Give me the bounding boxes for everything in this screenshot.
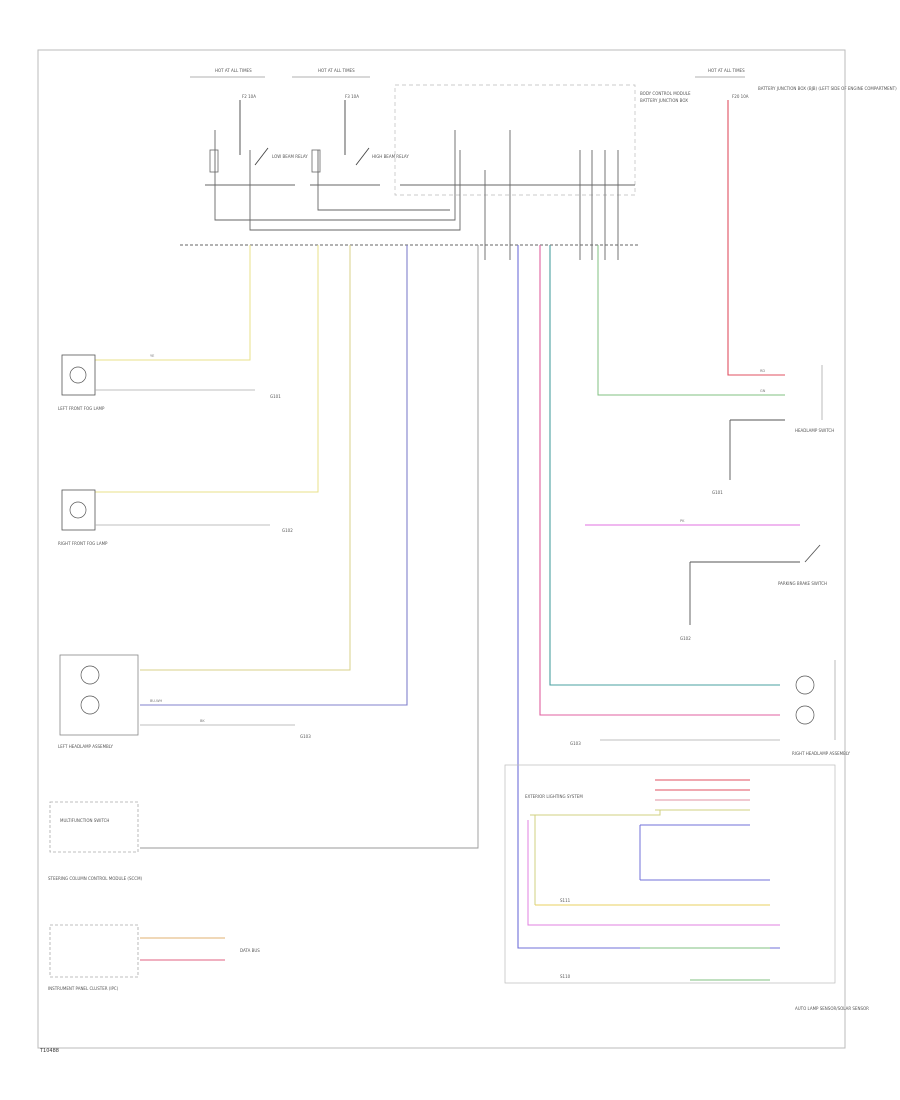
multifunction-switch: MULTIFUNCTION SWITCH STEERING COLUMN CON…: [48, 801, 143, 881]
wire-gn-headlamp: [140, 245, 351, 671]
svg-text:G101: G101: [712, 490, 723, 495]
wire-gn-ground: [597, 245, 785, 396]
svg-text:HEADLAMP SWITCH: HEADLAMP SWITCH: [795, 428, 834, 433]
svg-text:MULTIFUNCTION SWITCH: MULTIFUNCTION SWITCH: [60, 818, 109, 823]
left-headlamp-assembly: LEFT HEADLAMP ASSEMBLY G103: [58, 654, 311, 749]
high-beam-relay: HIGH BEAM RELAY: [311, 100, 409, 173]
svg-text:F2 10A: F2 10A: [242, 94, 256, 99]
fuse-b: HOT AT ALL TIMES F3 10A: [292, 68, 370, 99]
headlamp-switch: HEADLAMP SWITCH G101: [712, 365, 834, 495]
bjb-label: BODY CONTROL MODULE: [640, 91, 691, 96]
exterior-lighting-block: EXTERIOR LIGHTING SYSTEM AUTO LAMP SENSO…: [504, 764, 869, 1011]
bcm-boundary: [394, 84, 636, 196]
svg-text:AUTO LAMP SENSOR/SOLAR SENSOR: AUTO LAMP SENSOR/SOLAR SENSOR: [795, 1006, 869, 1011]
wire-gy-multifunction: [140, 245, 479, 849]
svg-text:HOT AT ALL TIMES: HOT AT ALL TIMES: [708, 68, 745, 73]
svg-text:HOT AT ALL TIMES: HOT AT ALL TIMES: [215, 68, 252, 73]
fuse-a: HOT AT ALL TIMES F2 10A: [190, 68, 265, 99]
left-fog-lamp: LEFT FRONT FOG LAMP G101: [58, 354, 281, 411]
right-headlamp-assembly: RIGHT HEADLAMP ASSEMBLY G103: [570, 660, 851, 756]
svg-text:F3 10A: F3 10A: [345, 94, 359, 99]
wire-label-ye: YE: [150, 354, 154, 358]
svg-text:PARKING BRAKE SWITCH: PARKING BRAKE SWITCH: [778, 581, 827, 586]
svg-text:LEFT HEADLAMP ASSEMBLY: LEFT HEADLAMP ASSEMBLY: [58, 744, 113, 749]
footer-code: T10488: [39, 1048, 59, 1054]
wire-ye-right: [95, 245, 319, 493]
wire-bu-main: [517, 245, 780, 949]
wire-label-bk: BK: [200, 719, 205, 723]
svg-text:S110: S110: [560, 974, 571, 979]
internal-bus: [180, 130, 640, 260]
svg-text:G102: G102: [680, 636, 691, 641]
wire-bu-vt-headlamp: [140, 245, 408, 706]
diagram-frame: [37, 49, 846, 1049]
svg-text:INSTRUMENT PANEL CLUSTER (IPC): INSTRUMENT PANEL CLUSTER (IPC): [48, 986, 119, 991]
svg-text:HIGH BEAM RELAY: HIGH BEAM RELAY: [372, 154, 409, 159]
svg-text:RIGHT HEADLAMP ASSEMBLY: RIGHT HEADLAMP ASSEMBLY: [792, 751, 851, 756]
svg-text:EXTERIOR LIGHTING SYSTEM: EXTERIOR LIGHTING SYSTEM: [525, 794, 583, 799]
wire-label-pk: PK: [680, 519, 685, 523]
svg-text:LOW BEAM RELAY: LOW BEAM RELAY: [272, 154, 308, 159]
wire-label-rd: RD: [760, 369, 765, 373]
svg-text:STEERING COLUMN CONTROL MODULE: STEERING COLUMN CONTROL MODULE (SCCM): [48, 876, 143, 881]
fuse-c: HOT AT ALL TIMES F20 10A: [695, 68, 749, 99]
right-fog-lamp: RIGHT FRONT FOG LAMP G102: [58, 489, 293, 546]
low-beam-relay: LOW BEAM RELAY: [209, 100, 308, 173]
instrument-cluster: INSTRUMENT PANEL CLUSTER (IPC) DATA BUS: [48, 924, 260, 991]
svg-text:G103: G103: [300, 734, 311, 739]
wire-label-gn: GN: [760, 389, 766, 393]
parking-brake-switch: PARKING BRAKE SWITCH G102: [680, 544, 827, 641]
svg-text:HOT AT ALL TIMES: HOT AT ALL TIMES: [318, 68, 355, 73]
wire-pk-right: [539, 245, 780, 716]
battery-block-label: BATTERY JUNCTION BOX (BJB) (LEFT SIDE OF…: [758, 86, 897, 91]
bjb-sub-label: BATTERY JUNCTION BOX: [640, 98, 688, 103]
svg-text:RIGHT FRONT FOG LAMP: RIGHT FRONT FOG LAMP: [58, 541, 108, 546]
svg-text:F20 10A: F20 10A: [732, 94, 749, 99]
wire-rd-battery: [727, 100, 785, 376]
svg-text:G101: G101: [270, 394, 281, 399]
svg-text:LEFT FRONT FOG LAMP: LEFT FRONT FOG LAMP: [58, 406, 105, 411]
svg-text:G102: G102: [282, 528, 293, 533]
svg-text:DATA BUS: DATA BUS: [240, 948, 260, 953]
wire-teal-right: [549, 245, 780, 686]
svg-text:S111: S111: [560, 898, 571, 903]
wire-ye-left: [95, 245, 251, 361]
wire-label-bu-wh: BU-WH: [150, 699, 163, 703]
svg-text:G103: G103: [570, 741, 581, 746]
